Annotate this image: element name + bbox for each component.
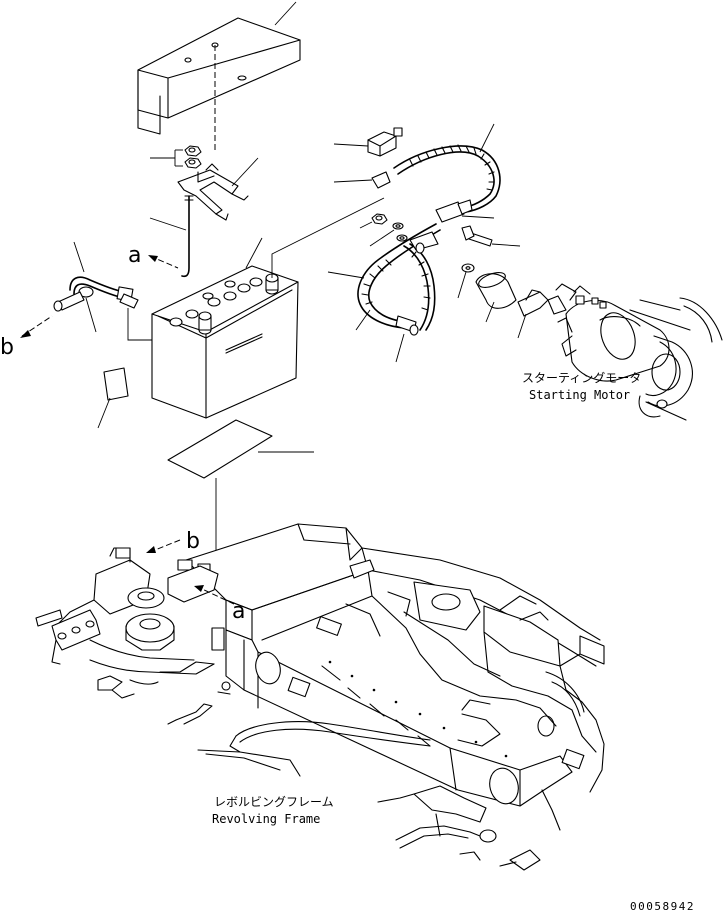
starting-motor-label: スターティングモータ Starting Motor — [522, 371, 641, 402]
revolving-frame-label: レボルビングフレーム Revolving Frame — [212, 795, 334, 826]
drawing-code: 00058942 — [630, 900, 695, 913]
view-ref-b-left: b — [0, 315, 53, 360]
starting-motor-label-en: Starting Motor — [529, 388, 630, 402]
nuts-washers — [150, 145, 202, 169]
battery-mat — [167, 419, 314, 578]
view-ref-a-frame: a — [194, 585, 245, 624]
ref-b-frame-label: b — [186, 529, 200, 554]
positive-cable — [271, 123, 549, 363]
ref-a-top-label: a — [128, 243, 141, 268]
lower-corrugation — [361, 259, 392, 305]
view-ref-b-frame: b — [146, 529, 200, 554]
battery — [151, 237, 299, 419]
revolving-frame-label-jp: レボルビングフレーム — [214, 795, 334, 809]
view-ref-a-top: a — [128, 243, 179, 269]
battery-cover — [137, 1, 301, 150]
harness-corrugation — [409, 144, 495, 191]
cable-routing-line — [127, 308, 152, 341]
revolving-frame — [35, 523, 605, 871]
battery-terminals — [169, 273, 279, 335]
negative-cable — [53, 241, 139, 333]
ref-b-left-label: b — [0, 335, 14, 360]
ref-a-frame-label: a — [232, 599, 245, 624]
revolving-frame-label-en: Revolving Frame — [212, 812, 320, 826]
starting-motor — [547, 283, 723, 421]
starting-motor-label-jp: スターティングモータ — [522, 371, 641, 385]
label-plate — [97, 367, 129, 429]
hold-down-bracket — [149, 157, 259, 278]
branch-corrugation — [411, 251, 431, 311]
